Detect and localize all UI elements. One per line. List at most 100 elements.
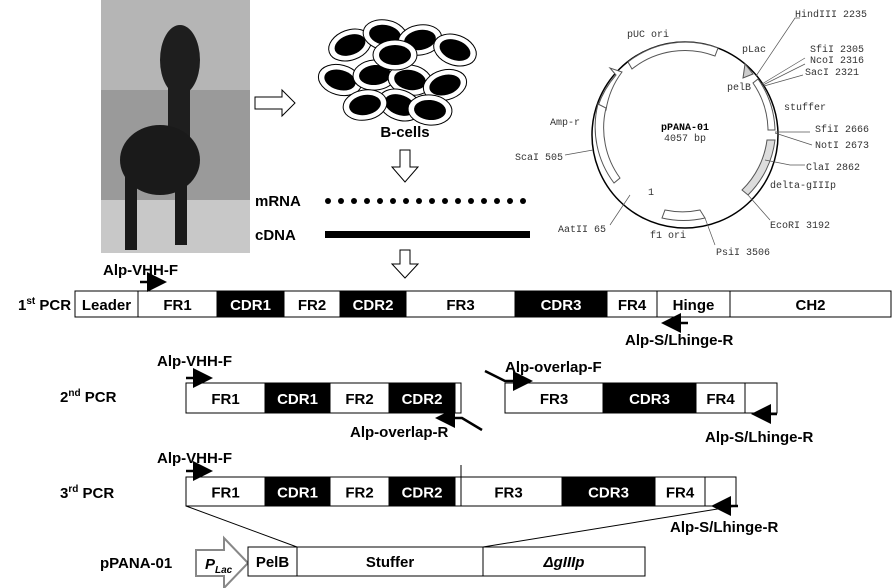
mrna-dot (468, 198, 474, 204)
b-cells-cluster (317, 19, 477, 126)
pcr2-left-segment-fr1 (185, 382, 266, 414)
pcr1-label: FR1 (163, 297, 191, 314)
mrna-dot (455, 198, 461, 204)
plac-label: PLac (205, 556, 233, 576)
plasmid-name: pPANA-01 (661, 123, 709, 134)
pcr1-label: CDR3 (541, 297, 582, 314)
pcr3-segment-cdr2 (388, 476, 456, 507)
pcr3-segment-fr3 (454, 476, 563, 507)
plasmid-label-one: 1 (648, 188, 654, 199)
pcr3-label: CDR1 (277, 485, 318, 502)
pcr1-segment-ch2 (729, 290, 892, 318)
b-cell (317, 63, 363, 97)
mrna-dot (325, 198, 331, 204)
vector-pelb-label: PelB (256, 554, 290, 571)
plasmid-label-sfi1: SfiI 2305 (810, 44, 864, 56)
mrna-dot (481, 198, 487, 204)
llama-photo (101, 0, 250, 253)
pcr2-left-segment-blank (454, 382, 462, 414)
pcr3-label: FR4 (666, 485, 695, 502)
pcr1-label: Hinge (673, 297, 715, 314)
plasmid-label-pelb: pelB (727, 82, 751, 94)
primer-vhh-f-label: Alp-VHH-F (103, 262, 178, 279)
plasmid-map: pPANA-01 4057 bp pUC oripLacpelBstufferA… (515, 9, 869, 259)
mrna-dot (520, 198, 526, 204)
pcr3-label: FR1 (211, 485, 239, 502)
vector-giii-label: ΔgIIIp (543, 554, 585, 571)
mrna-dot (351, 198, 357, 204)
pcr1-label: FR2 (298, 297, 326, 314)
mrna-dot (507, 198, 513, 204)
pcr1-segment-hinge (656, 290, 731, 318)
plasmid-label-psi: PsiI 3506 (716, 247, 770, 259)
pcr3-segment-cdr3 (561, 476, 656, 507)
pcr1-segment-fr1 (137, 290, 218, 318)
pcr3-label: FR2 (345, 485, 373, 502)
hollow-arrow-down-icon (390, 149, 420, 183)
pcr3-segment-blank (704, 476, 737, 507)
pcr3-label: 3rd PCR (60, 484, 114, 502)
primer-hinge-r-label: Alp-S/Lhinge-R (625, 332, 733, 349)
plasmid-label-sca: ScaI 505 (515, 153, 563, 164)
pcr1-segment-cdr2 (339, 290, 407, 318)
mrna-dot (442, 198, 448, 204)
vector-segment-stuffer (296, 546, 484, 577)
mrna-dot (429, 198, 435, 204)
pcr2-right-label: FR4 (706, 391, 735, 408)
pcr2-left-label: CDR2 (402, 391, 443, 408)
mrna-dot (416, 198, 422, 204)
pcr1-segment-fr2 (283, 290, 341, 318)
pcr1-label: FR4 (618, 297, 647, 314)
hollow-arrow-right-icon (254, 88, 296, 118)
mrna-dot (403, 198, 409, 204)
b-cell (433, 33, 477, 67)
primer-hinge-r-label: Alp-S/Lhinge-R (670, 519, 778, 536)
plasmid-label-sfi2: SfiI 2666 (815, 124, 869, 136)
vector-segment-pelb (247, 546, 298, 577)
mrna-dot (494, 198, 500, 204)
pcr2-right-label: CDR3 (629, 391, 670, 408)
mrna-dot (390, 198, 396, 204)
plasmid-label-plac: pLac (742, 45, 766, 56)
plasmid-label-aat: AatII 65 (558, 225, 606, 236)
pcr1-label: CDR2 (353, 297, 394, 314)
b-cell (422, 68, 468, 102)
b-cells-label: B-cells (380, 124, 429, 141)
pcr1-segment-cdr1 (216, 290, 285, 318)
primer-vhh-f-label: Alp-VHH-F (157, 450, 232, 467)
pcr1-label: CH2 (795, 297, 825, 314)
b-cell (407, 94, 453, 126)
primer-overlap-r-label: Alp-overlap-R (350, 424, 449, 441)
b-cell (342, 89, 388, 121)
primer-vhh-f-label: Alp-VHH-F (157, 353, 232, 370)
b-cell (372, 39, 418, 71)
plasmid-label-eco: EcoRI 3192 (770, 221, 830, 232)
pcr2-left-segment-fr2 (329, 382, 390, 414)
pcr3-segment-fr1 (185, 476, 266, 507)
plasmid-label-stuffer: stuffer (784, 102, 826, 114)
vector-stuffer-label: Stuffer (366, 554, 414, 571)
mrna-label: mRNA (255, 193, 301, 210)
primer-hinge-r-label: Alp-S/Lhinge-R (705, 429, 813, 446)
mrna-dot (364, 198, 370, 204)
overlap-reverse-arrow-icon (435, 408, 483, 432)
vector-label: pPANA-01 (100, 555, 172, 572)
plasmid-label-nco: NcoI 2316 (810, 56, 864, 67)
hollow-arrow-down-icon (390, 249, 420, 279)
plasmid-label-ampr: Amp-r (550, 118, 580, 129)
overlap-forward-arrow-icon (484, 369, 533, 391)
pcr1-label: Leader (82, 297, 131, 314)
plasmid-label-hind: HindIII 2235 (795, 9, 867, 21)
mrna-dot (338, 198, 344, 204)
pcr1-segment-cdr3 (514, 290, 608, 318)
pcr2-right-label: FR3 (540, 391, 568, 408)
pcr3-label: CDR3 (588, 485, 629, 502)
pcr2-left-segment-cdr1 (264, 382, 331, 414)
pcr2-right-segment-fr4 (695, 382, 746, 414)
pcr1-label: FR3 (446, 297, 474, 314)
mrna-dot (377, 198, 383, 204)
plasmid-label-sac: SacI 2321 (805, 68, 859, 79)
mrna-dots (325, 198, 526, 204)
plasmid-size: 4057 bp (664, 133, 706, 145)
